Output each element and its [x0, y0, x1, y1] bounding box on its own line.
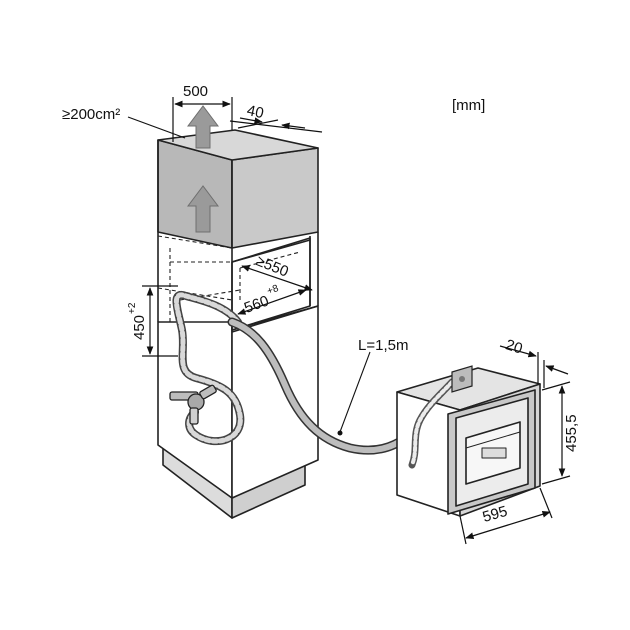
dim-595-label: 595 — [481, 503, 510, 526]
vent-area-label: ≥200cm² — [62, 106, 120, 123]
hose-length-label: L=1,5m — [358, 337, 408, 354]
water-tap-icon — [169, 384, 217, 425]
dimension-depth-550 — [241, 265, 313, 291]
dim-40-label: 40 — [245, 102, 265, 122]
appliance — [396, 367, 541, 517]
cabinet-top-side — [231, 147, 319, 249]
airflow-arrow-top — [187, 105, 219, 149]
dimension-niche-height-450 — [142, 285, 178, 357]
dimension-niche-width-560 — [237, 289, 307, 315]
vent-leader — [127, 116, 186, 139]
dim-450-tolerance: +2 — [127, 302, 138, 314]
dimension-appliance-offset-20 — [499, 345, 569, 388]
dimension-width-500 — [172, 97, 233, 142]
dim-560-tolerance: +8 — [266, 283, 281, 297]
ventilation-arrows — [187, 105, 219, 233]
units-label: [mm] — [452, 97, 485, 114]
dim-455-label: 455,5 — [563, 414, 580, 452]
dim-20-label: 20 — [503, 336, 524, 357]
hose-length-leader — [339, 351, 371, 433]
dim-450-label: 450 — [131, 315, 148, 340]
dim-500-label: 500 — [183, 83, 208, 100]
airflow-arrow-lower — [187, 185, 219, 233]
dimension-appliance-height — [541, 381, 571, 485]
dimension-rear-gap-40 — [229, 117, 323, 133]
dimension-appliance-width — [459, 487, 553, 545]
tall-cabinet — [157, 129, 319, 519]
